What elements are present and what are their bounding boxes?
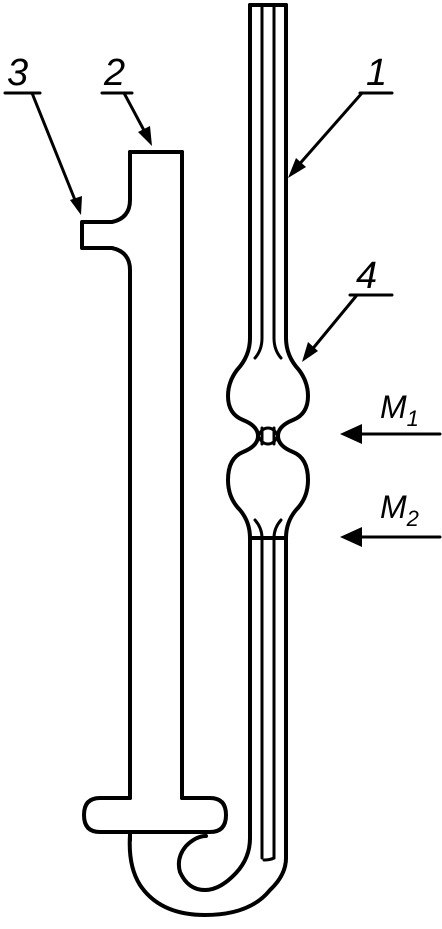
leader-3 [3,91,82,215]
label-mark-m2: M2 [380,489,419,531]
mark-m2-arrow [340,527,442,547]
leader-1 [288,91,394,178]
label-capillary: 1 [366,52,387,94]
label-mark-m1: M1 [380,389,419,431]
wide-tube [80,150,228,842]
capillary-tube-lower [248,536,288,860]
mark-m1-arrow [340,424,442,444]
u-bend [127,833,288,917]
label-wide-tube: 2 [103,52,125,94]
label-side-tube: 3 [7,52,28,94]
capillary-tube-upper [248,3,288,340]
label-bulb: 4 [356,255,377,297]
bulb-pair [226,336,310,540]
leader-2 [100,91,152,146]
leader-4 [302,293,394,362]
